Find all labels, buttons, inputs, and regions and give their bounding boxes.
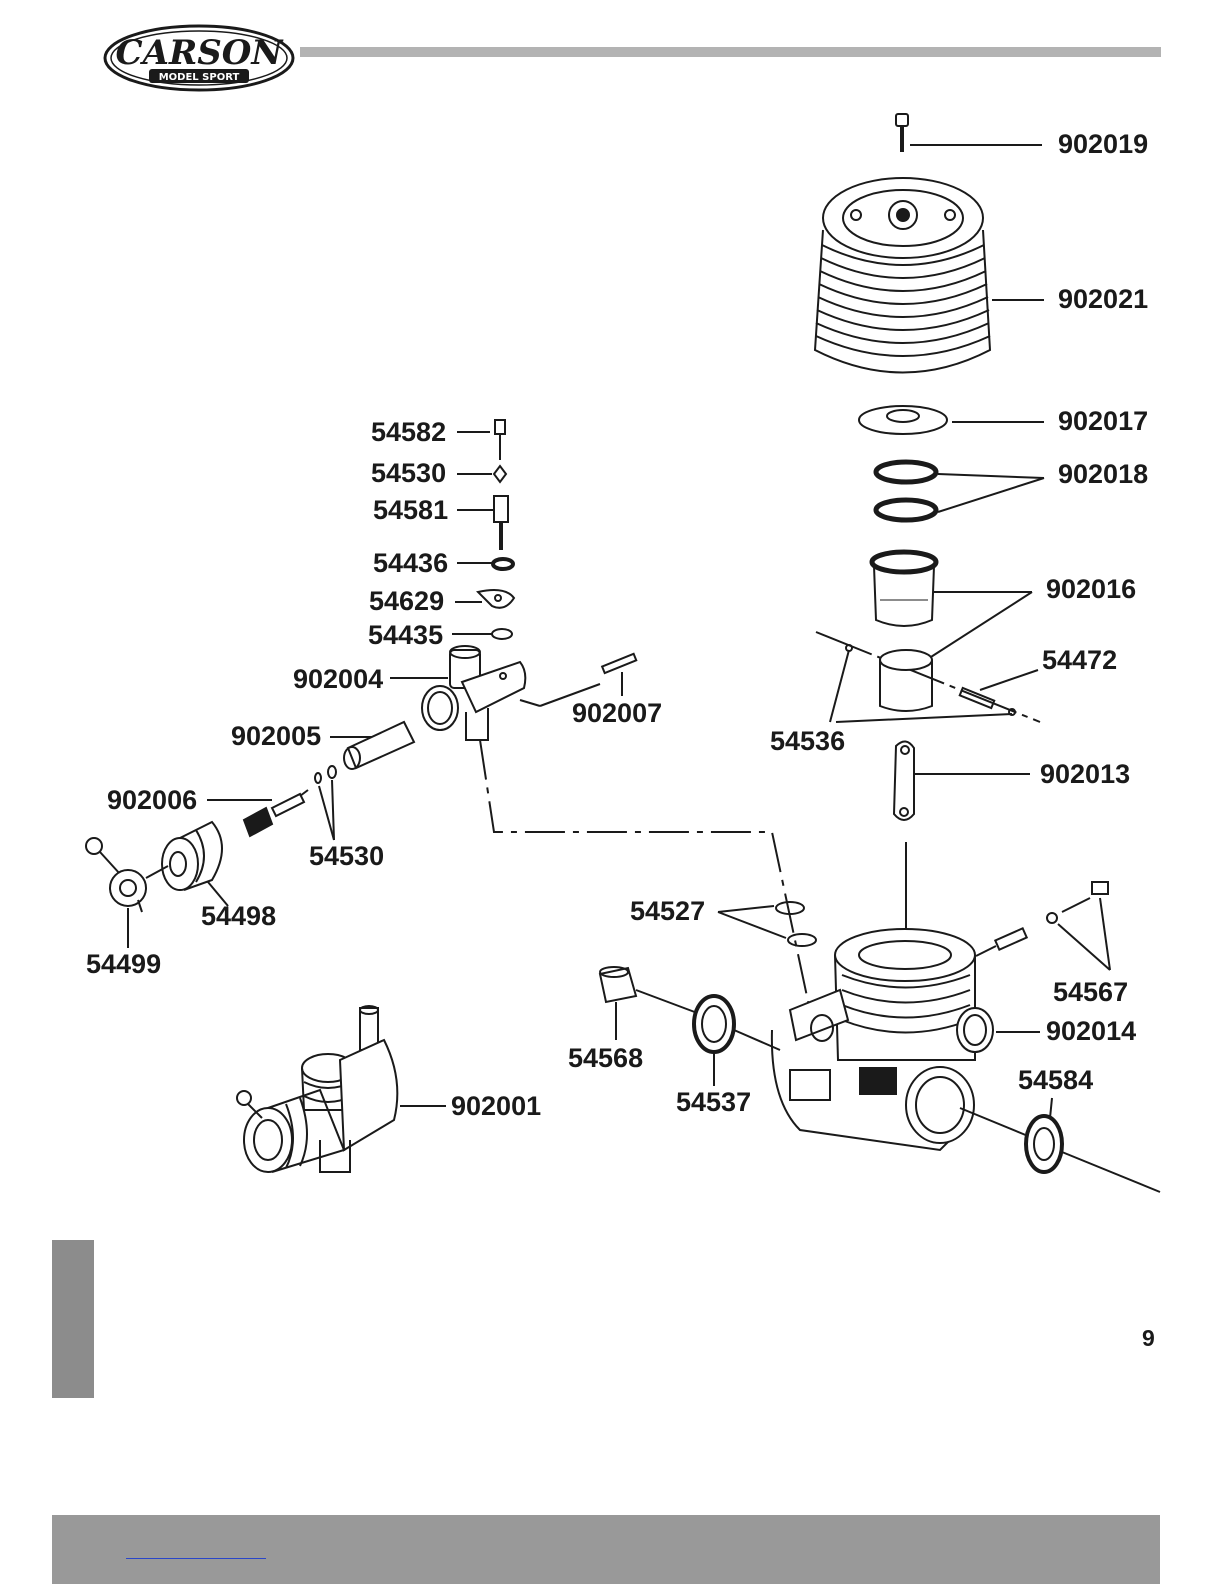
label-54530-top: 54530 — [371, 460, 446, 487]
throttle-barrel-902005 — [330, 722, 414, 769]
label-54498: 54498 — [201, 903, 276, 930]
o-rings-54527 — [718, 902, 816, 946]
head-gasket-902017 — [859, 406, 1044, 434]
footer-bar — [52, 1515, 1160, 1584]
label-54582: 54582 — [371, 419, 446, 446]
cooling-head-902021 — [815, 178, 1044, 373]
footer-link[interactable] — [126, 1557, 266, 1559]
label-54436: 54436 — [373, 550, 448, 577]
screws-54567 — [976, 882, 1110, 970]
label-54568: 54568 — [568, 1045, 643, 1072]
label-902007: 902007 — [572, 700, 662, 727]
label-902017: 902017 — [1058, 408, 1148, 435]
bearing-54584 — [960, 1098, 1160, 1192]
assembly-dashline — [480, 740, 812, 1020]
label-54527: 54527 — [630, 898, 705, 925]
label-902018: 902018 — [1058, 461, 1148, 488]
label-902001: 902001 — [451, 1093, 541, 1120]
head-screw-902019 — [896, 114, 1042, 152]
side-tab — [52, 1240, 94, 1398]
label-902013: 902013 — [1040, 761, 1130, 788]
crankcase-902014 — [772, 929, 1040, 1150]
label-54581: 54581 — [373, 497, 448, 524]
label-54537: 54537 — [676, 1089, 751, 1116]
label-54584: 54584 — [1018, 1067, 1093, 1094]
label-902019: 902019 — [1058, 131, 1148, 158]
air-adapter-54498 — [162, 822, 228, 906]
nut-54568 — [600, 967, 700, 1040]
bearing-54537 — [694, 996, 780, 1086]
mixture-needle-902006 — [207, 766, 336, 840]
label-54435: 54435 — [368, 622, 443, 649]
label-54472: 54472 — [1042, 647, 1117, 674]
label-54499: 54499 — [86, 951, 161, 978]
cylinder-sleeve-902016 — [872, 552, 1032, 664]
label-54530-low: 54530 — [309, 843, 384, 870]
piston-assembly — [816, 632, 1040, 722]
label-902021: 902021 — [1058, 286, 1148, 313]
label-902016: 902016 — [1046, 576, 1136, 603]
label-902004: 902004 — [293, 666, 383, 693]
label-54629: 54629 — [369, 588, 444, 615]
label-902005: 902005 — [231, 723, 321, 750]
shims-902018 — [876, 462, 1044, 520]
page-number-fragment: 9 — [1142, 1325, 1160, 1352]
label-902006: 902006 — [107, 787, 197, 814]
label-54567: 54567 — [1053, 979, 1128, 1006]
throttle-arm-54499 — [86, 838, 168, 948]
needle-stack — [452, 420, 514, 639]
label-54536: 54536 — [770, 728, 845, 755]
carburettor-902001 — [237, 1006, 446, 1172]
label-902014: 902014 — [1046, 1018, 1136, 1045]
